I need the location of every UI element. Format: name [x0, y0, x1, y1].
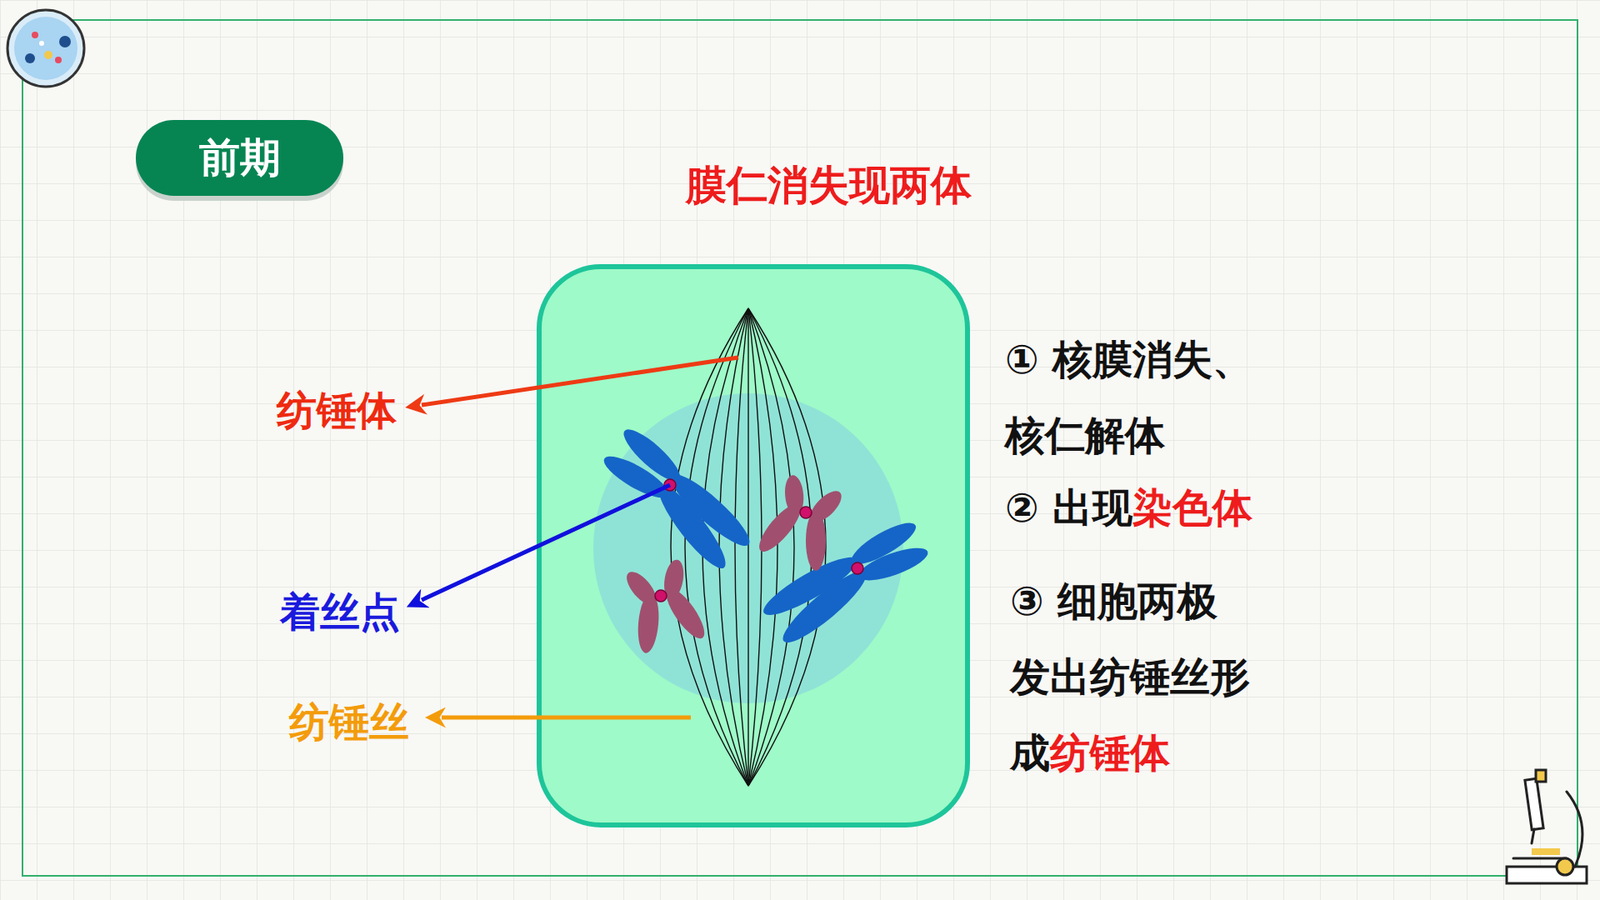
- chromosome: [750, 466, 855, 577]
- petri-dish-icon: [7, 10, 85, 87]
- step-text-part: 纺锤体: [1050, 729, 1170, 776]
- structure-label: 纺锤丝: [289, 698, 410, 747]
- page-frame: [22, 20, 1578, 876]
- step-text: ② 出现染色体: [1005, 470, 1253, 546]
- phase-badge: 前期: [135, 120, 344, 196]
- step-text-part: ① 核膜消失、核仁解体: [1005, 335, 1253, 459]
- badge-text: 前期: [199, 130, 281, 186]
- structure-label: 着丝点: [280, 588, 400, 637]
- step-text-part: ② 出现: [1005, 484, 1133, 531]
- chromosome: [614, 552, 713, 659]
- structure-label: 纺锤体: [276, 386, 397, 435]
- chromosome: [592, 422, 757, 579]
- step-text-part: 染色体: [1132, 484, 1253, 531]
- leader-arrow: [421, 485, 670, 600]
- leader-arrow: [421, 357, 739, 405]
- leader-arrow: [441, 715, 691, 720]
- step-text: ③ 细胞两极发出纺锤丝形成纺锤体: [1010, 563, 1255, 792]
- cell-illustration: [539, 266, 968, 825]
- step-text: ① 核膜消失、核仁解体: [1005, 321, 1261, 474]
- slide-title: 膜仁消失现两体: [685, 161, 972, 211]
- microscope-icon: [1506, 770, 1587, 884]
